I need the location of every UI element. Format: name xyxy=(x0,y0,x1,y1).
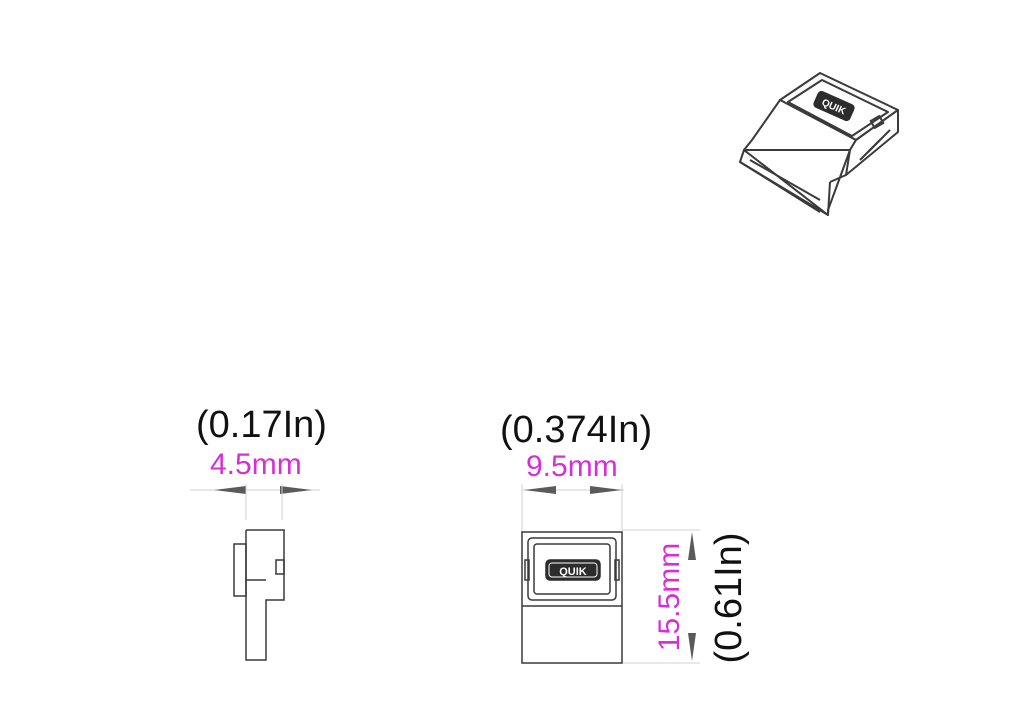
side-back-plate xyxy=(233,543,247,597)
side-body-outline xyxy=(245,529,285,661)
front-plate-outer xyxy=(527,537,617,601)
side-clip-tab xyxy=(275,559,285,575)
iso-front-opening xyxy=(743,149,851,216)
iso-logo-badge: QUIK xyxy=(813,90,855,122)
side-arrow-left xyxy=(214,486,246,494)
front-arrow-down xyxy=(688,633,696,661)
side-width-inches: (0.17In) xyxy=(196,404,327,446)
front-arrow-left xyxy=(524,486,556,494)
iso-right-face xyxy=(845,109,899,176)
front-width-inches: (0.374In) xyxy=(500,409,653,451)
side-view-drawing xyxy=(190,484,320,661)
front-height-mm: 15.5mm xyxy=(653,542,686,652)
front-body-outline xyxy=(521,531,623,664)
front-arrow-up xyxy=(688,532,696,560)
isometric-connector: QUIK xyxy=(739,72,899,216)
side-arrow-right xyxy=(280,486,312,494)
side-width-mm: 4.5mm xyxy=(210,448,302,481)
front-logo-badge xyxy=(545,559,601,581)
front-logo-text: QUIK xyxy=(559,566,587,578)
front-height-inches: (0.61In) xyxy=(708,532,750,664)
front-arrow-right xyxy=(590,486,622,494)
front-width-mm: 9.5mm xyxy=(526,450,618,483)
front-view-drawing: QUIK xyxy=(521,484,700,664)
front-plate-inner xyxy=(533,543,611,595)
